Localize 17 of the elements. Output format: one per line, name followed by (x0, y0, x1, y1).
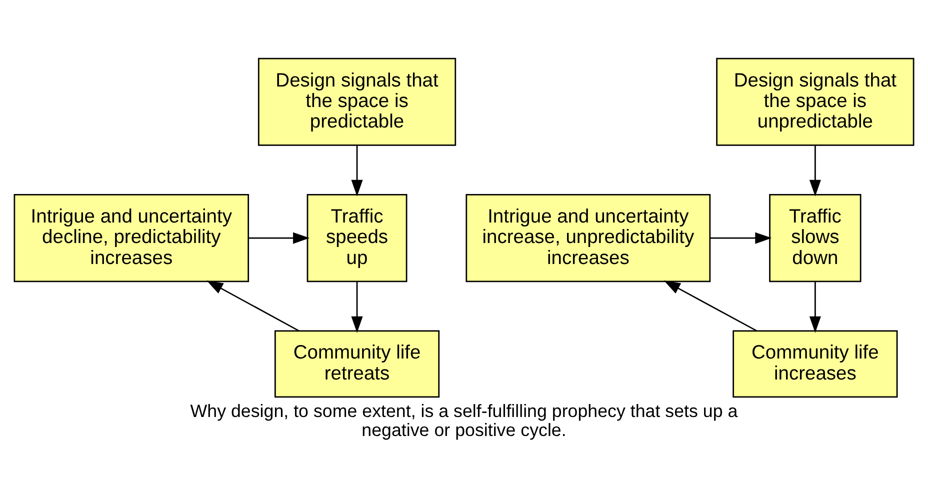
arrow (351, 280, 363, 332)
node-box: Design signals that the space is unpredictable (716, 57, 914, 146)
node-box: Community life increases (732, 330, 898, 398)
node-box: Traffic slows down (769, 194, 862, 282)
arrow (664, 280, 757, 331)
arrow (710, 232, 772, 244)
node-box: Community life retreats (274, 330, 440, 398)
arrow (248, 232, 310, 244)
arrow (809, 144, 821, 196)
arrow (809, 280, 821, 332)
node-box: Traffic speeds up (306, 194, 408, 282)
arrow (206, 280, 300, 331)
caption: Why design, to some extent, is a self-fulfilling prophecy that sets up a negative or positive cycle. (190, 400, 738, 440)
node-box: Design signals that the space is predictable (258, 57, 456, 146)
arrow (351, 144, 363, 196)
node-box: Intrigue and uncertainty increase, unpredictability increases (466, 194, 711, 282)
node-box: Intrigue and uncertainty decline, predictability increases (14, 194, 250, 282)
